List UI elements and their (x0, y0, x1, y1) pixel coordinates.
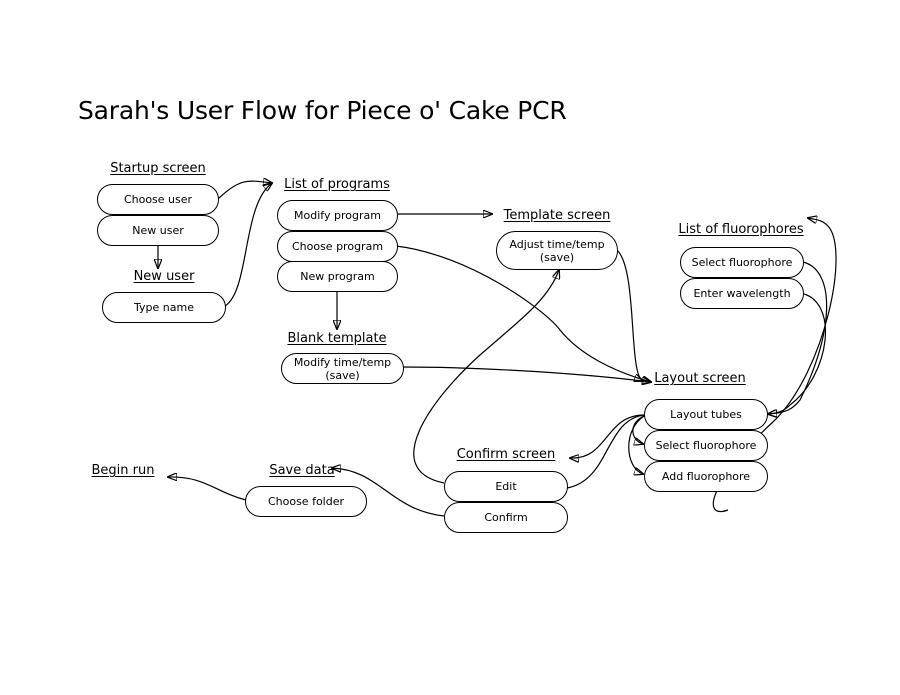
arrow-typename-to-programs (224, 183, 272, 307)
list-of-fluorophores-heading: List of fluorophores (678, 222, 804, 237)
new-user-heading: New user (133, 269, 195, 284)
save-data-heading: Save data (269, 463, 335, 478)
confirm-node[interactable]: Confirm (444, 502, 568, 533)
arrow-choosefolder-to-beginrun (168, 477, 247, 501)
confirm-screen-heading: Confirm screen (456, 447, 556, 462)
select-fluorophore-layout-node[interactable]: Select fluorophore (644, 430, 768, 461)
choose-folder-node[interactable]: Choose folder (245, 486, 367, 517)
enter-wavelength-node[interactable]: Enter wavelength (680, 278, 804, 309)
layout-tubes-node[interactable]: Layout tubes (644, 399, 768, 430)
arrow-layout-to-confirm (570, 414, 645, 458)
arrow-blank-to-layout (402, 366, 651, 382)
new-user-node[interactable]: New user (97, 215, 219, 246)
arrow-template-to-layout (616, 249, 643, 381)
diagram-title: Sarah's User Flow for Piece o' Cake PCR (78, 96, 567, 125)
edit-node[interactable]: Edit (444, 471, 568, 502)
arrow-layout-to-addfluor (628, 414, 647, 474)
arrow-addfluor-to-fluorlist (712, 218, 837, 513)
choose-program-node[interactable]: Choose program (277, 231, 398, 262)
arrow-chooseprogram-to-layout (395, 245, 651, 382)
choose-user-node[interactable]: Choose user (97, 184, 219, 215)
arrow-confirm-to-savedata (332, 468, 445, 517)
type-name-node[interactable]: Type name (102, 292, 226, 323)
blank-modify-time-temp-node[interactable]: Modify time/temp (save) (281, 353, 404, 384)
template-screen-heading: Template screen (503, 208, 611, 223)
arrow-edit-to-layout (566, 414, 645, 489)
add-fluorophore-node[interactable]: Add fluorophore (644, 461, 768, 492)
list-of-programs-heading: List of programs (284, 177, 390, 192)
startup-screen-heading: Startup screen (110, 161, 206, 176)
arrow-selectfluor-to-layout (768, 261, 828, 414)
arrow-chooseuser-to-programs (217, 181, 272, 200)
adjust-time-temp-node[interactable]: Adjust time/temp (save) (496, 231, 618, 270)
arrow-wavelength-to-layout (768, 292, 826, 414)
layout-screen-heading: Layout screen (654, 371, 746, 386)
select-fluorophore-list-node[interactable]: Select fluorophore (680, 247, 804, 278)
modify-program-node[interactable]: Modify program (277, 200, 398, 231)
arrow-edit-to-template (413, 270, 559, 484)
new-program-node[interactable]: New program (277, 261, 398, 292)
blank-template-heading: Blank template (287, 331, 387, 346)
begin-run-heading: Begin run (91, 463, 155, 478)
